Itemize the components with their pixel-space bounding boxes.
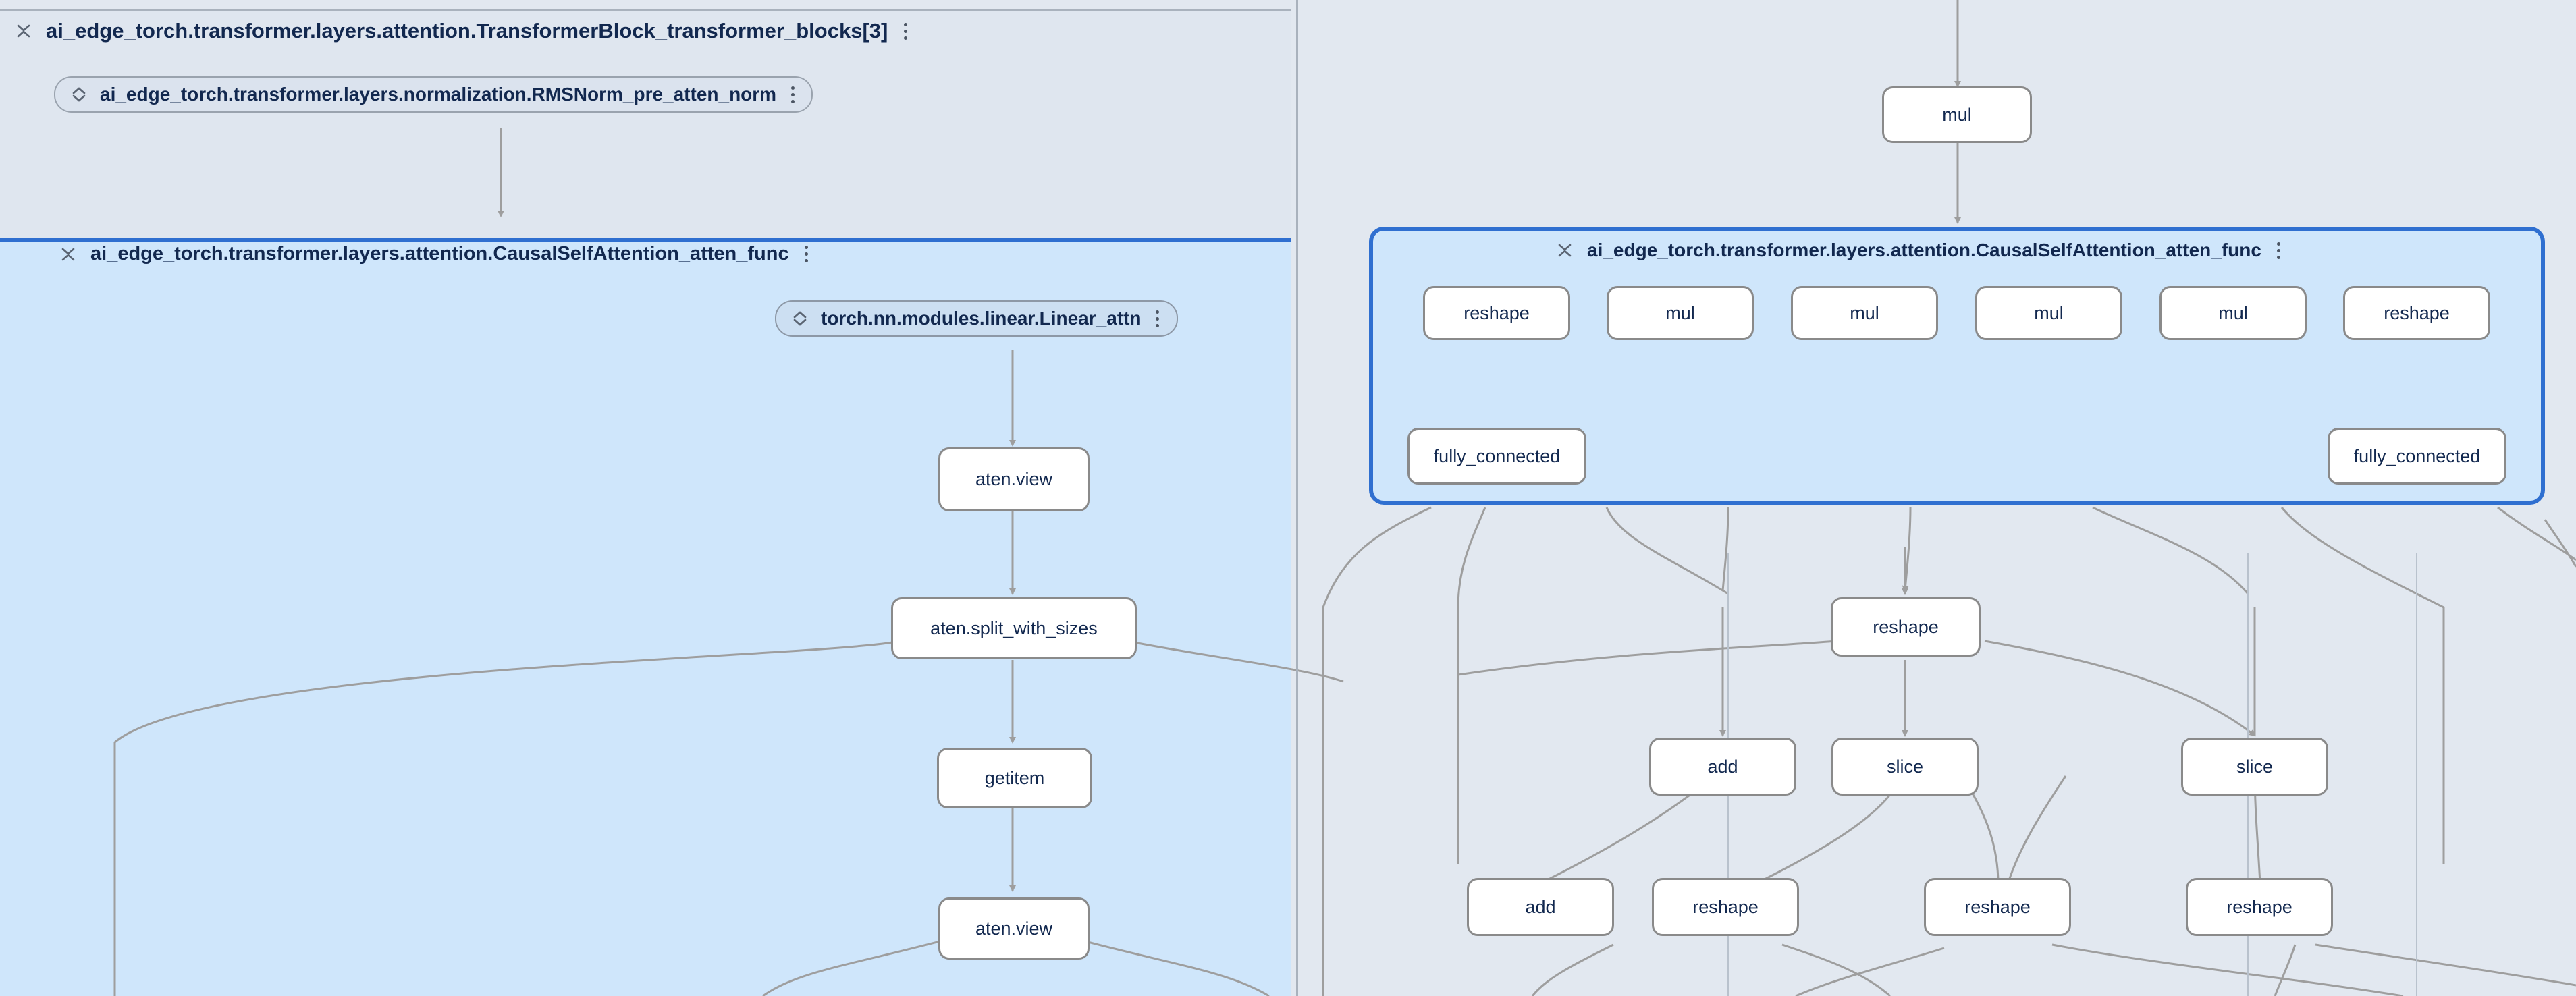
node-label: aten.split_with_sizes [930,617,1098,638]
panel-divider [1296,0,1298,996]
node-label: mul [2034,302,2064,323]
graph-node[interactable]: add [1467,878,1614,936]
graph-node[interactable]: aten.view [938,447,1090,511]
graph-node[interactable]: aten.view [938,897,1090,960]
graph-node[interactable]: getitem [937,748,1092,808]
more-vert-icon[interactable] [788,84,797,105]
expand-chevrons-icon[interactable] [791,308,809,329]
collapse-chevrons-icon[interactable] [59,244,77,265]
node-label: reshape [1873,616,1939,637]
collapse-chevrons-icon[interactable] [1556,240,1574,260]
graph-node[interactable]: fully_connected [1407,428,1586,485]
node-label: mul [1942,104,1972,125]
node-label: reshape [2226,896,2292,917]
graph-node[interactable]: mul [1975,286,2122,340]
node-label: fully_connected [2353,445,2481,466]
graph-node[interactable]: reshape [1924,878,2071,936]
graph-node[interactable]: mul [1882,86,2032,143]
collapse-chevrons-icon[interactable] [15,21,32,41]
node-label: aten.view [975,469,1053,489]
node-label: getitem [984,767,1045,788]
group-header-causal-self-attention-right[interactable]: ai_edge_torch.transformer.layers.attenti… [1556,240,2283,261]
node-label: fully_connected [1433,445,1561,466]
left-graph-pane[interactable] [0,9,1291,996]
node-label: mul [1850,302,1879,323]
graph-node[interactable]: add [1649,738,1796,796]
node-label: reshape [1692,896,1759,917]
group-header-transformer-block[interactable]: ai_edge_torch.transformer.layers.attenti… [15,19,909,43]
graph-node[interactable]: reshape [1831,597,1981,657]
node-label: add [1525,896,1556,917]
more-vert-icon[interactable] [1154,308,1162,329]
more-vert-icon[interactable] [803,244,811,265]
group-title-causal-self-attention-left: ai_edge_torch.transformer.layers.attenti… [90,243,789,265]
more-vert-icon[interactable] [2275,240,2283,261]
graph-node[interactable]: slice [2181,738,2328,796]
node-label: reshape [2384,302,2450,323]
expand-chevrons-icon[interactable] [70,84,88,105]
node-label: mul [1665,302,1695,323]
node-label: aten.view [975,918,1053,939]
graph-node[interactable]: reshape [2186,878,2333,936]
node-label: slice [2236,756,2273,777]
more-vert-icon[interactable] [901,20,909,42]
node-label: reshape [1964,896,2031,917]
graph-node[interactable]: reshape [1652,878,1799,936]
module-label-linear-attn: torch.nn.modules.linear.Linear_attn [821,308,1142,329]
node-label: reshape [1464,302,1530,323]
graph-node[interactable]: fully_connected [2328,428,2506,485]
graph-node[interactable]: mul [1791,286,1938,340]
group-title-transformer-block: ai_edge_torch.transformer.layers.attenti… [46,19,888,43]
node-label: slice [1886,756,1923,777]
graph-node[interactable]: mul [2159,286,2307,340]
node-label: mul [2218,302,2248,323]
node-label: add [1707,756,1738,777]
graph-node[interactable]: reshape [2343,286,2490,340]
graph-node[interactable]: reshape [1423,286,1570,340]
graph-node[interactable]: aten.split_with_sizes [891,597,1137,659]
graph-node[interactable]: mul [1607,286,1754,340]
module-pill-linear-attn[interactable]: torch.nn.modules.linear.Linear_attn [775,300,1178,337]
module-pill-rmsnorm[interactable]: ai_edge_torch.transformer.layers.normali… [54,76,813,113]
group-title-causal-self-attention-right: ai_edge_torch.transformer.layers.attenti… [1587,240,2261,260]
group-header-causal-self-attention-left[interactable]: ai_edge_torch.transformer.layers.attenti… [59,243,811,265]
graph-node[interactable]: slice [1831,738,1979,796]
module-label-rmsnorm: ai_edge_torch.transformer.layers.normali… [100,84,777,105]
